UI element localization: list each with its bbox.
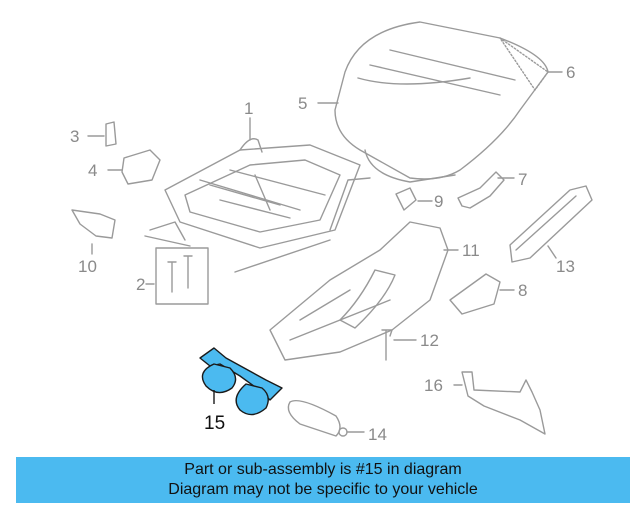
callout-16: 16 <box>424 376 443 395</box>
part-2-bolts <box>155 247 209 305</box>
part-14-cylinder <box>287 399 348 437</box>
callout-4: 4 <box>88 161 98 180</box>
callout-2: 2 <box>136 275 146 294</box>
callout-12: 12 <box>420 331 439 350</box>
info-banner: Part or sub-assembly is #15 in diagram D… <box>16 457 630 503</box>
callout-6: 6 <box>566 63 576 82</box>
callout-8: 8 <box>518 281 528 300</box>
part-16-panel <box>461 371 546 435</box>
part-1-seat-frame <box>144 138 371 273</box>
callout-15: 15 <box>204 413 226 434</box>
part-9-switch <box>395 187 417 211</box>
part-6-seat-cushion <box>334 21 549 183</box>
part-3-clip <box>105 121 117 147</box>
callout-13: 13 <box>556 257 575 276</box>
part-13-rail <box>509 185 593 263</box>
callout-5: 5 <box>298 94 308 113</box>
callout-10: 10 <box>78 257 97 276</box>
callout-1: 1 <box>244 99 254 118</box>
callout-9: 9 <box>434 192 444 211</box>
part-15-highlighted <box>199 347 283 416</box>
banner-line-2: Diagram may not be specific to your vehi… <box>168 481 478 498</box>
part-8-knob <box>449 273 501 315</box>
part-7-bracket <box>457 171 505 209</box>
callout-7: 7 <box>518 170 528 189</box>
part-4-cover <box>121 149 161 185</box>
part-12-pin <box>381 329 393 361</box>
callout-11: 11 <box>462 241 480 260</box>
callout-14: 14 <box>368 425 387 444</box>
part-10-handle <box>71 209 116 239</box>
parts-diagram <box>71 21 593 437</box>
banner-line-1: Part or sub-assembly is #15 in diagram <box>184 461 462 478</box>
callout-3: 3 <box>70 127 80 146</box>
